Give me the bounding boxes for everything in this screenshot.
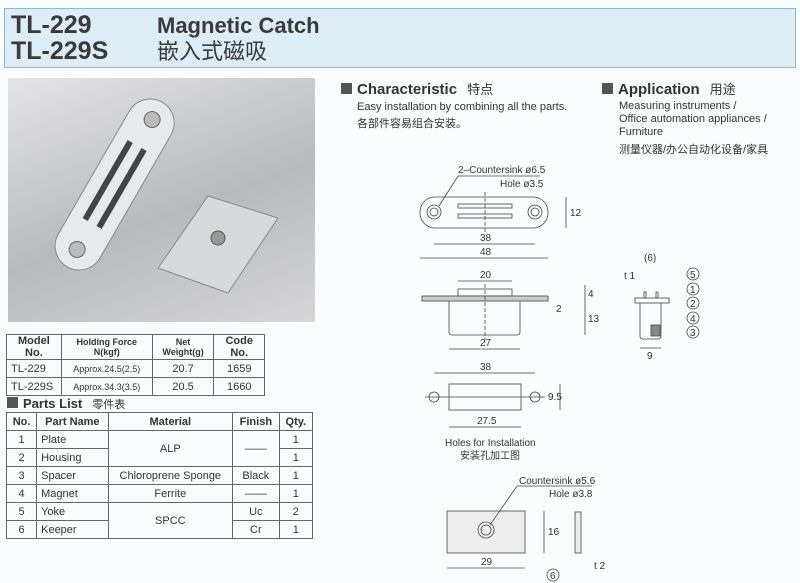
col-header: Model No. [6,334,62,360]
spec-table: Model No.Holding Force N(kgf)Net Weight(… [6,334,265,396]
text-line: Office automation appliances / [619,113,767,125]
cell: 20.5 [151,377,215,396]
hole-label: Hole ø3.5 [500,179,544,190]
dim-27: 27 [480,338,492,349]
callout-5: 5 [686,267,700,281]
cell: Uc [232,502,280,521]
application-heading: Application 用途 [602,79,736,98]
cell: 1659 [213,359,265,378]
dim-38: 38 [480,362,492,373]
application-text: Measuring instruments /Office automation… [619,100,768,157]
keeper-drawing: Countersink ø5.6 Hole ø3.8 16 29 6 t 2 [446,476,606,582]
dim-13: 13 [588,314,600,325]
text-cn: 测量仪器/办公自动化设备/家具 [619,144,769,156]
dim-38: 38 [480,233,492,244]
text-line: Measuring instruments / [619,100,737,112]
square-bullet-icon [341,83,352,94]
cell: Spacer [36,466,109,485]
callout-number: 3 [690,328,696,339]
hole-label: Hole ø3.8 [549,489,593,500]
countersink-label: 2–Countersink ø6.5 [458,165,546,176]
callout-number: 6 [550,571,556,582]
col-header: Finish [232,412,280,431]
title-banner: TL-229 TL-229S Magnetic Catch 嵌入式磁吸 [4,8,796,68]
text-en: Easy installation by combining all the p… [357,101,568,113]
cell: —— [232,430,280,467]
dim-4: 4 [588,289,594,300]
callout-2: 2 [686,296,700,310]
product-photo [8,78,315,322]
dim-20: 20 [480,270,492,281]
col-header: Code No. [213,334,265,360]
dim-9-5: 9.5 [548,392,562,403]
characteristic-heading: Characteristic 特点 [341,79,493,98]
model-number-2: TL-229S [11,37,109,65]
dim-t2: t 2 [594,561,606,572]
col-header: Part Name [36,412,109,431]
installation-holes-drawing: 38 27.5 9.5 Holes for Installation 安装孔加工… [425,362,562,462]
cell: ALP [107,430,234,467]
top-view-drawing: 2–Countersink ø6.5 Hole ø3.5 38 48 12 [419,165,582,259]
dim-2: 2 [556,304,562,315]
dim-9: 9 [647,351,653,362]
holes-caption: Holes for Installation [445,438,536,449]
callout-number: 2 [690,299,696,310]
text-cn: 各部件容易组合安装。 [357,118,467,130]
heading-text: Characteristic [357,81,458,98]
heading-text-cn: 特点 [467,82,494,97]
callout-number: 4 [690,314,696,325]
cell: 1660 [213,377,265,396]
heading-text: Application [618,81,700,98]
callout-1: 1 [686,282,700,296]
square-bullet-icon [7,397,18,408]
cell: SPCC [107,502,234,539]
dim-6: (6) [644,253,656,264]
callout-number: 1 [690,285,696,296]
dim-29: 29 [481,557,493,568]
dim-48: 48 [480,247,492,258]
callout-4: 4 [686,311,700,325]
countersink-label: Countersink ø5.6 [519,476,596,487]
cell: TL-229 [6,359,62,378]
text-line: Furniture [619,126,664,138]
characteristic-text: Easy installation by combining all the p… [357,100,567,131]
callout-number: 5 [690,270,696,281]
model-number-1: TL-229 [11,11,92,39]
col-header: Net Weight(g) [151,334,215,360]
cell: 1 [278,520,314,539]
dim-27-5: 27.5 [477,416,497,427]
col-header: Holding Force N(kgf) [60,334,153,360]
dim-t1: t 1 [624,271,636,282]
col-header: Qty. [278,412,314,431]
product-title: Magnetic Catch [157,13,320,38]
dim-16: 16 [548,527,560,538]
cell: Keeper [36,520,109,539]
square-bullet-icon [602,83,613,94]
callout-3: 3 [686,325,700,339]
cell: Housing [36,448,109,467]
product-title-cn: 嵌入式磁吸 [157,39,268,64]
cell: Approx.34.3(3.5) [60,377,153,396]
heading-text: Parts List [23,396,83,411]
cell: TL-229S [6,377,62,396]
holes-caption-cn: 安装孔加工图 [460,449,520,462]
dim-12: 12 [570,208,582,219]
side-view-drawing: 20 27 4 2 13 [421,270,600,350]
heading-text-cn: 用途 [709,82,736,97]
parts-list-heading: Parts List 零件表 [7,396,125,412]
heading-text-cn: 零件表 [92,399,126,411]
cell: Magnet [36,484,109,503]
section-view-drawing: (6) t 1 9 5 1 2 4 3 [624,253,700,362]
